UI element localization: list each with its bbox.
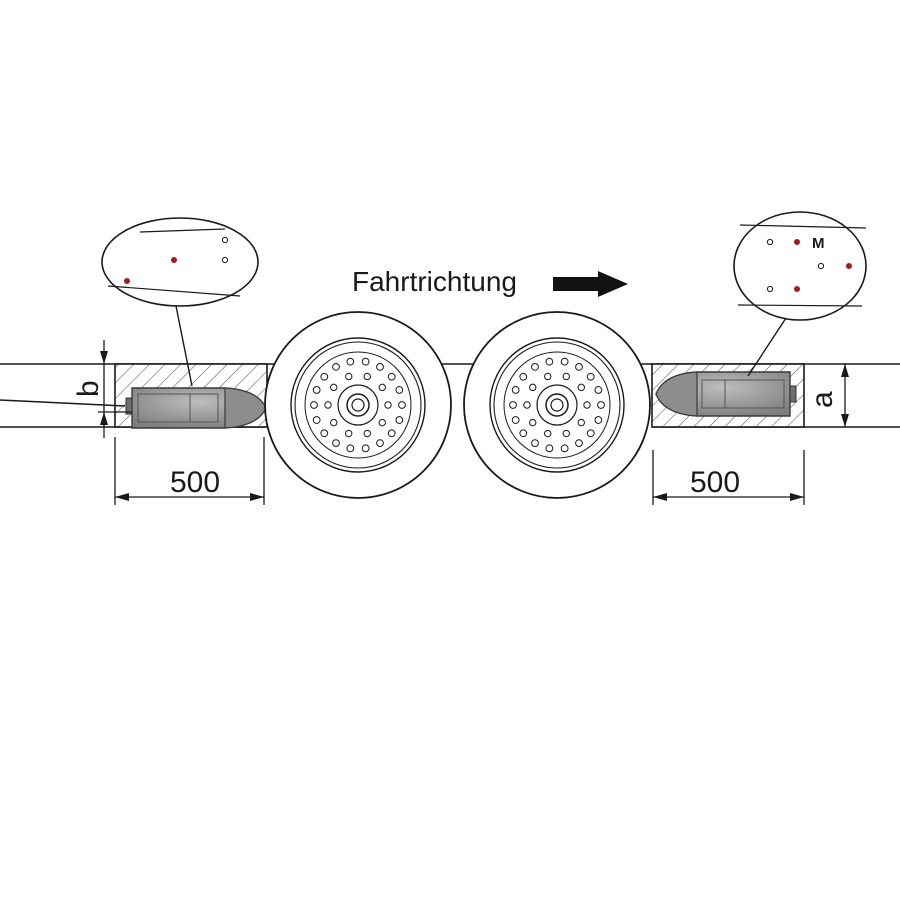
- bolt-hole: [529, 383, 537, 392]
- bolt-hole: [330, 418, 338, 427]
- bolt-hole: [363, 372, 371, 381]
- left-height-dimension: [98, 340, 132, 438]
- bolt-hole: [594, 416, 603, 424]
- bolt-hole: [312, 416, 321, 424]
- bolt-hole: [320, 429, 329, 438]
- wheel-left: [264, 311, 452, 499]
- bolt-hole: [531, 362, 539, 371]
- marker-label: M: [812, 235, 825, 252]
- bolt-hole: [577, 383, 585, 392]
- bolt-hole: [586, 429, 595, 438]
- left-height-label: b: [72, 380, 105, 397]
- right-sensor: [655, 371, 797, 417]
- left-sensor-cable: [0, 399, 126, 407]
- wheel-right: [463, 311, 651, 499]
- bolt-hole: [544, 429, 552, 438]
- direction-arrow-icon: [553, 271, 628, 297]
- bolt-hole: [345, 372, 353, 381]
- right-leader-line: [747, 317, 787, 377]
- bolt-hole: [363, 429, 371, 438]
- bolt-hole: [545, 444, 554, 453]
- bolt-hole: [586, 372, 595, 381]
- bolt-hole: [531, 439, 539, 448]
- red-dot: [846, 263, 852, 269]
- bolt-hole: [575, 439, 583, 448]
- red-dot: [794, 286, 800, 292]
- bolt-hole: [378, 383, 386, 392]
- bolt-hole: [387, 372, 396, 381]
- bolt-hole: [529, 418, 537, 427]
- bolt-hole: [523, 401, 531, 409]
- left-dimension: [114, 437, 265, 505]
- bolt-hole: [560, 357, 569, 366]
- bolt-hole: [361, 357, 370, 366]
- bolt-hole: [330, 383, 338, 392]
- bolt-hole: [320, 372, 329, 381]
- bolt-hole: [544, 372, 552, 381]
- bolt-hole: [310, 401, 318, 409]
- bolt-hole: [597, 401, 605, 409]
- direction-label: Fahrtrichtung: [352, 266, 517, 297]
- right-dimension: [652, 450, 805, 505]
- left-sensor: [0, 387, 267, 429]
- bolt-hole: [376, 439, 384, 448]
- bolt-hole: [346, 444, 355, 453]
- bolt-hole: [519, 372, 528, 381]
- bolt-hole: [509, 401, 517, 409]
- bolt-hole: [345, 429, 353, 438]
- bolt-hole: [395, 416, 404, 424]
- bolt-hole: [324, 401, 332, 409]
- red-dot: [794, 239, 800, 245]
- bolt-hole: [545, 357, 554, 366]
- left-leader-line: [175, 305, 193, 387]
- right-dimension-value: 500: [690, 466, 740, 499]
- right-height-dimension: [841, 364, 849, 427]
- bolt-hole: [519, 429, 528, 438]
- bolt-hole: [511, 386, 520, 394]
- bolt-hole: [398, 401, 406, 409]
- red-dot: [124, 278, 130, 284]
- bolt-hole: [332, 439, 340, 448]
- bolt-hole: [387, 429, 396, 438]
- bolt-hole: [395, 386, 404, 394]
- bolt-hole: [511, 416, 520, 424]
- bolt-hole: [594, 386, 603, 394]
- bolt-hole: [562, 429, 570, 438]
- bolt-hole: [312, 386, 321, 394]
- bolt-hole: [376, 362, 384, 371]
- bolt-hole: [346, 357, 355, 366]
- bolt-hole: [361, 444, 370, 453]
- right-detail-bubble: M: [733, 211, 867, 377]
- left-detail-bubble: [101, 217, 259, 387]
- red-dot: [171, 257, 177, 263]
- bolt-hole: [384, 401, 392, 409]
- bolt-hole: [583, 401, 591, 409]
- bolt-hole: [560, 444, 569, 453]
- bolt-hole: [575, 362, 583, 371]
- bolt-hole: [332, 362, 340, 371]
- bolt-hole: [378, 418, 386, 427]
- right-height-label: a: [806, 391, 839, 408]
- left-dimension-value: 500: [170, 466, 220, 499]
- bolt-hole: [577, 418, 585, 427]
- bolt-hole: [562, 372, 570, 381]
